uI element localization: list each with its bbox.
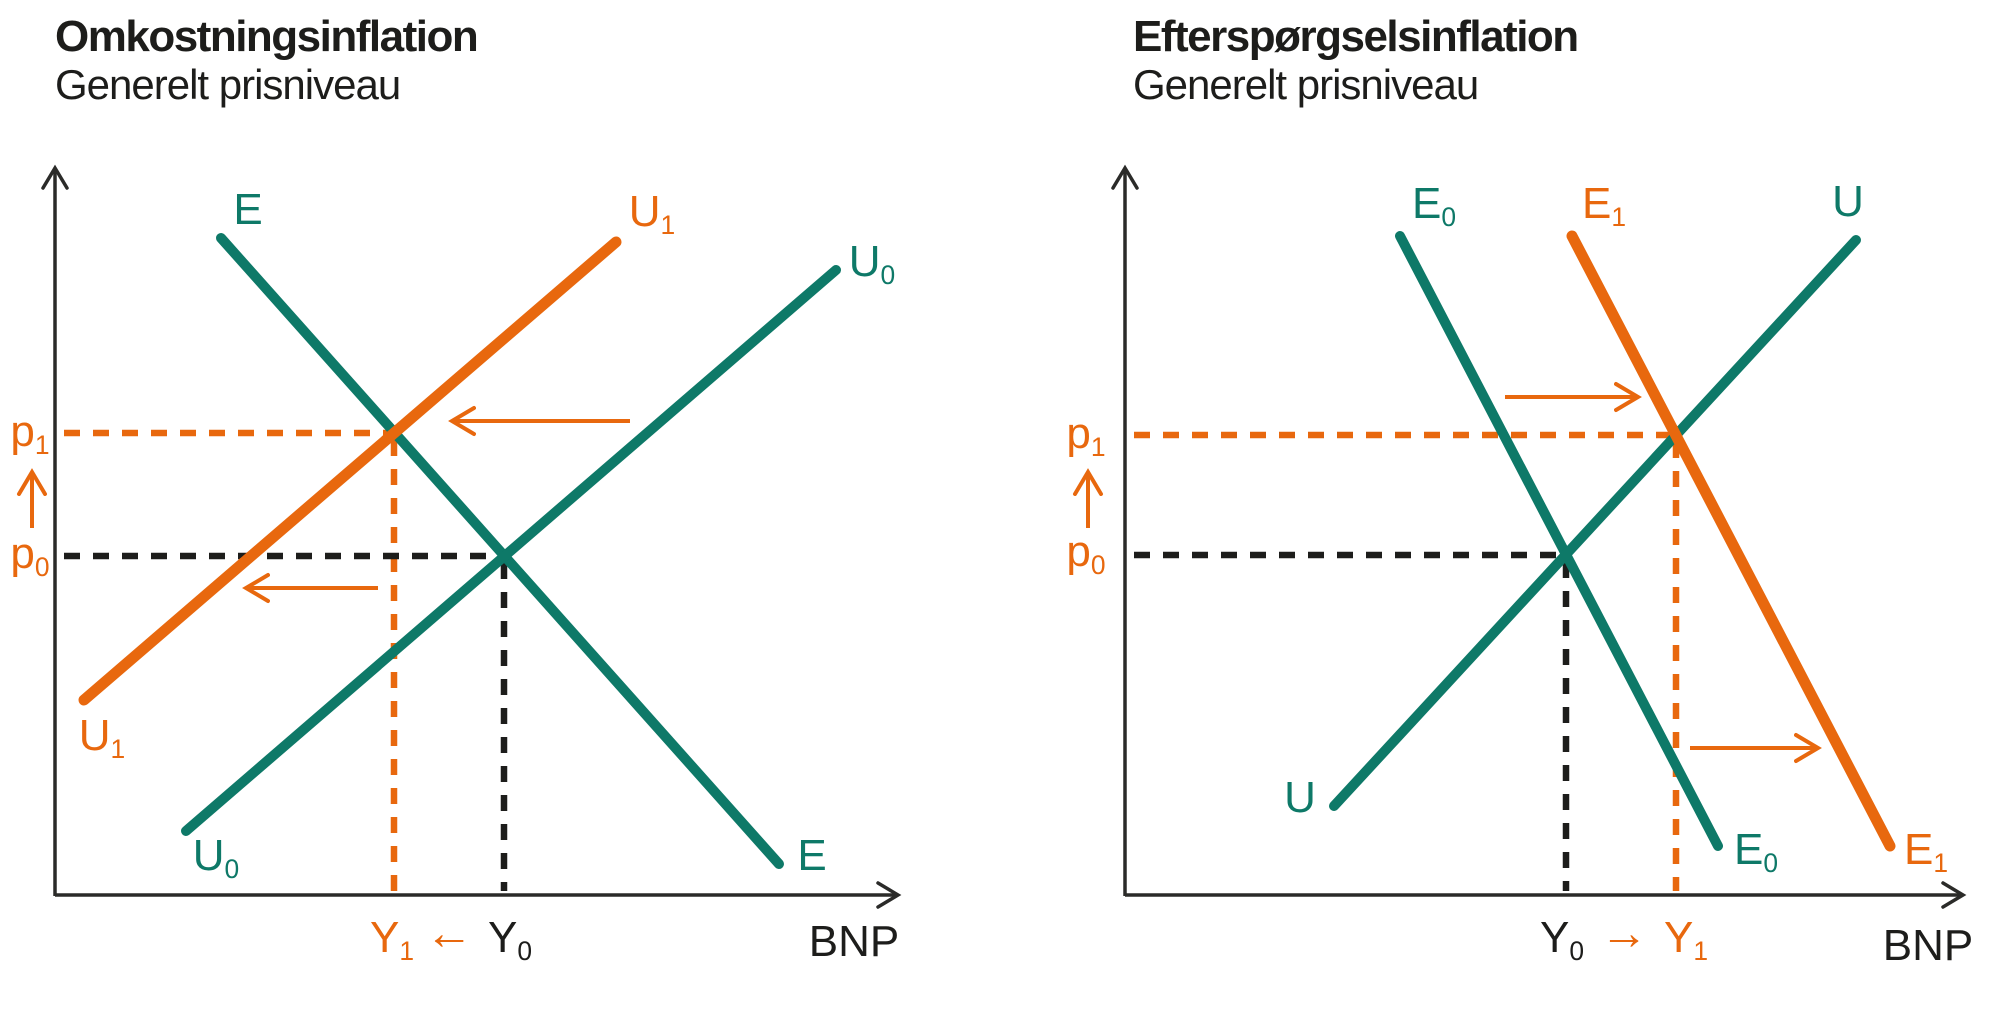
left-label-Y0: Y0 xyxy=(487,912,533,966)
left-subtitle: Generelt prisniveau xyxy=(55,61,401,109)
right-curve-U xyxy=(1329,235,1861,811)
right-title: Efterspørgselsinflation xyxy=(1133,12,1579,61)
left-title-block: Omkostningsinflation Generelt prisniveau xyxy=(55,12,479,109)
left-diagram xyxy=(17,164,902,909)
right-label-E0-bottom: E0 xyxy=(1733,824,1779,878)
right-label-Y1: Y1 xyxy=(1663,912,1709,966)
right-label-U-top: U xyxy=(1832,177,1864,226)
left-curve-U1-shifted xyxy=(78,236,622,706)
right-x-axis-label: BNP xyxy=(1882,921,1974,970)
left-shift-left-arrow-icon: ← xyxy=(425,907,473,960)
right-label-p0: p0 xyxy=(1066,526,1106,580)
right-label-E1-top: E1 xyxy=(1581,178,1627,232)
right-shift-right-arrow-icon: → xyxy=(1600,907,1648,960)
right-title-block: Efterspørgselsinflation Generelt prisniv… xyxy=(1133,12,1579,109)
right-label-U-bottom: U xyxy=(1284,773,1316,822)
right-curve-E0 xyxy=(1395,231,1723,851)
left-label-U1-bottom: U1 xyxy=(78,710,126,764)
left-label-p0: p0 xyxy=(10,528,50,582)
left-curve-U0 xyxy=(181,265,841,836)
right-label-E1-bottom: E1 xyxy=(1903,824,1949,878)
left-x-axis-label: BNP xyxy=(808,917,900,966)
left-label-U0-top: U0 xyxy=(848,236,896,290)
left-curve-E xyxy=(216,233,784,869)
left-label-E-top: E xyxy=(233,185,263,234)
left-label-U0-bottom: U0 xyxy=(192,830,240,884)
right-subtitle: Generelt prisniveau xyxy=(1133,61,1479,109)
right-label-p1: p1 xyxy=(1066,408,1106,462)
left-label-p1: p1 xyxy=(10,406,50,460)
left-label-U1-top: U1 xyxy=(628,186,676,240)
right-label-E0-top: E0 xyxy=(1411,178,1457,232)
left-label-E-bottom: E xyxy=(797,831,827,880)
right-diagram xyxy=(1073,164,1967,909)
left-label-Y1: Y1 xyxy=(369,912,415,966)
right-curve-E1-shifted xyxy=(1566,230,1896,852)
left-title: Omkostningsinflation xyxy=(55,12,479,61)
right-label-Y0: Y0 xyxy=(1539,912,1585,966)
